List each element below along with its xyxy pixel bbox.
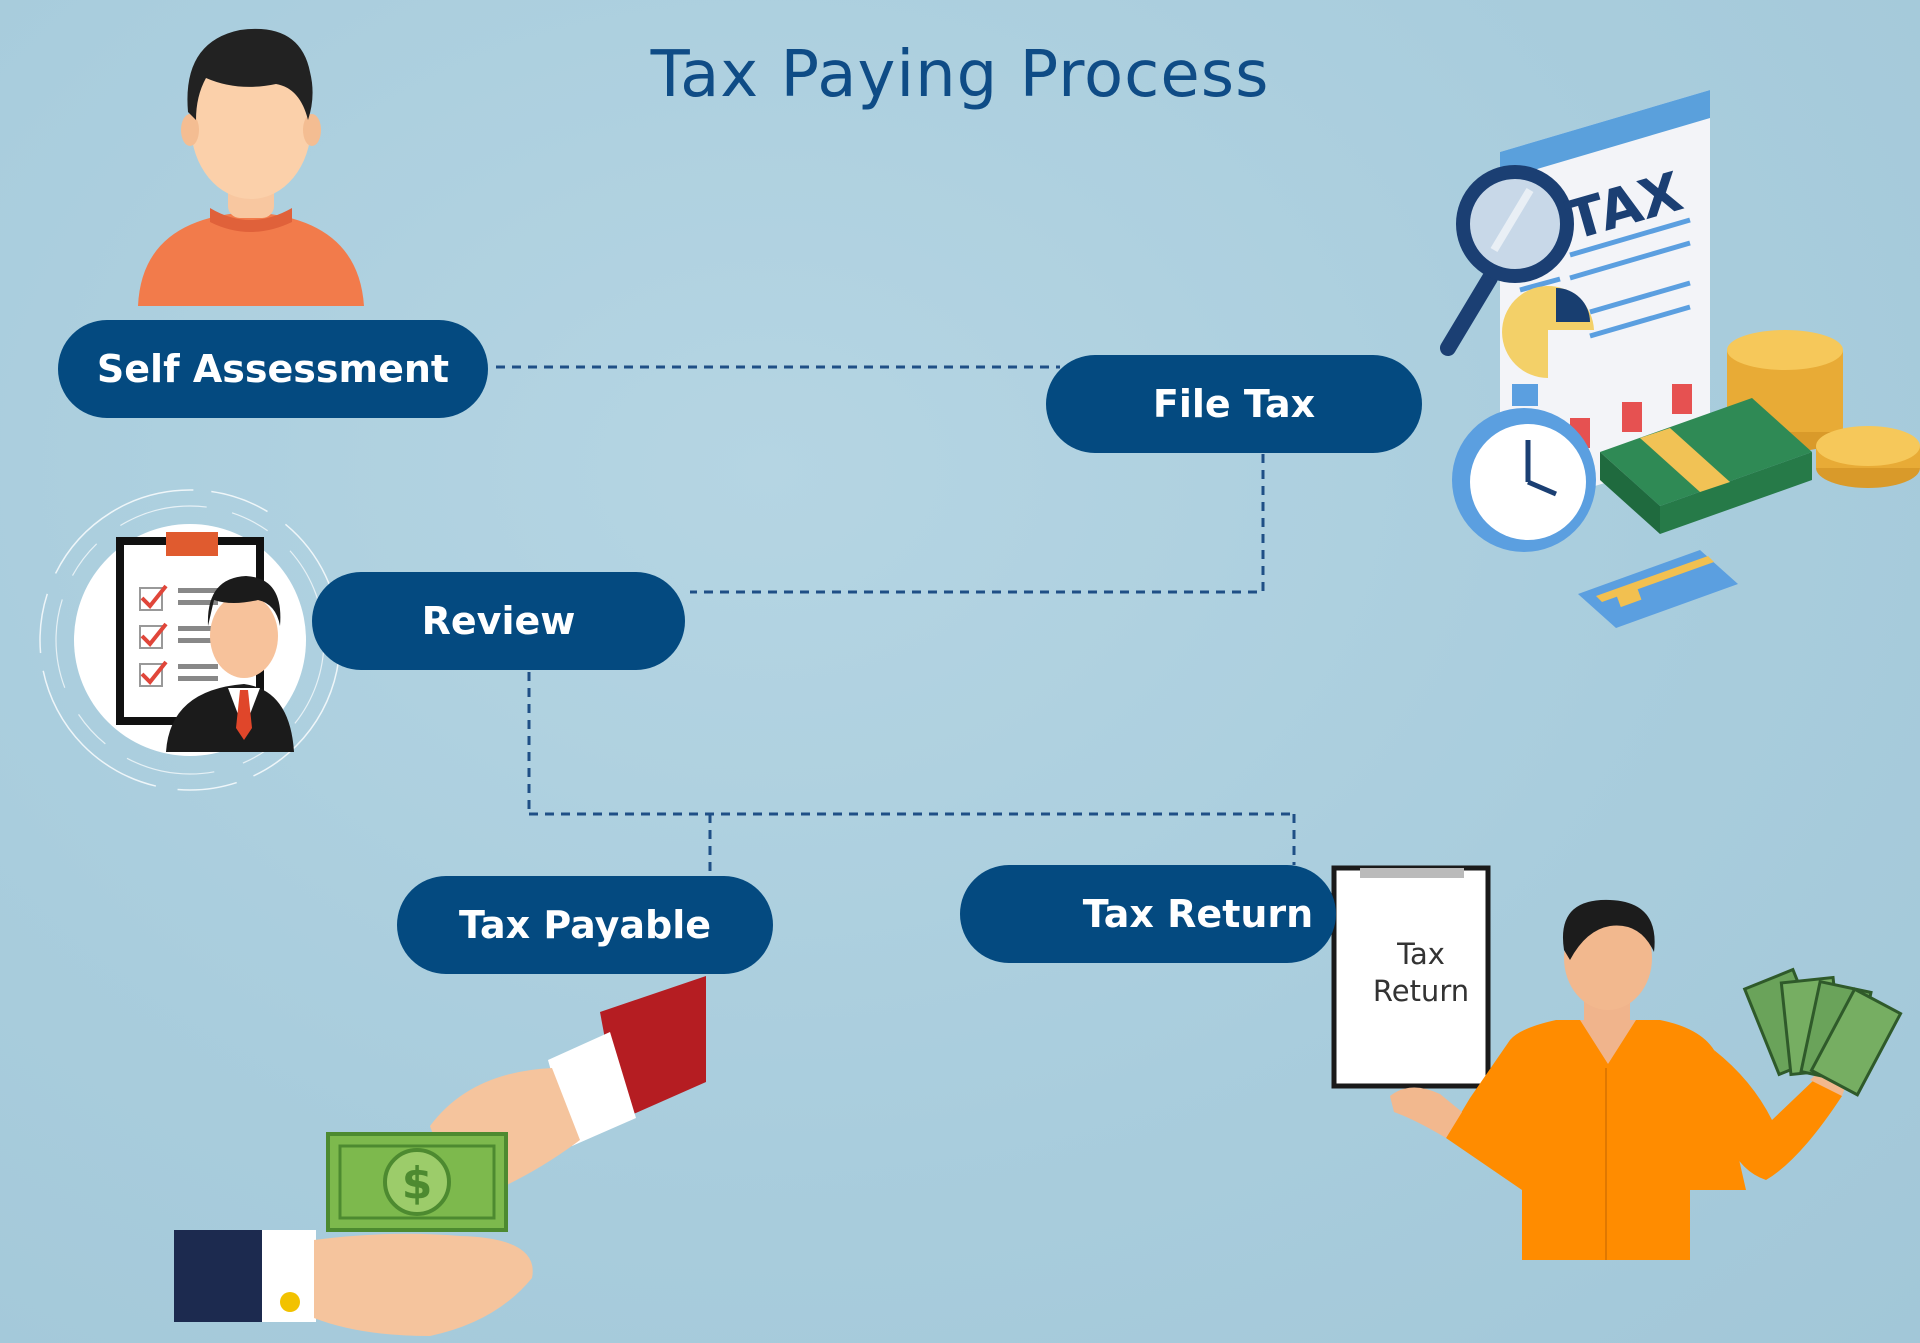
step-file-tax: File Tax bbox=[1046, 355, 1422, 453]
credit-card-icon bbox=[1578, 550, 1738, 628]
svg-text:$: $ bbox=[402, 1158, 433, 1209]
person-avatar-icon bbox=[138, 28, 364, 306]
money-exchange-icon: $ bbox=[174, 976, 706, 1336]
cash-fan-icon bbox=[1742, 967, 1903, 1097]
tax-document-icon: TAX bbox=[1440, 90, 1920, 628]
page-title: Tax Paying Process bbox=[650, 38, 1270, 112]
review-checklist-icon bbox=[39, 489, 341, 791]
board-label-line2: Return bbox=[1372, 974, 1470, 1008]
tax-return-person-icon bbox=[1331, 865, 1903, 1260]
step-tax-return: Tax Return bbox=[960, 865, 1336, 963]
connector-file-to-review bbox=[690, 454, 1265, 594]
tax-return-board-label: Tax Return bbox=[1334, 936, 1508, 1010]
stopwatch-icon bbox=[1452, 384, 1596, 552]
cash-stack-icon bbox=[1600, 398, 1812, 534]
step-tax-payable: Tax Payable bbox=[397, 876, 773, 974]
step-review: Review bbox=[312, 572, 685, 670]
board-label-line1: Tax bbox=[1397, 937, 1445, 971]
step-self-assessment: Self Assessment bbox=[58, 320, 488, 418]
